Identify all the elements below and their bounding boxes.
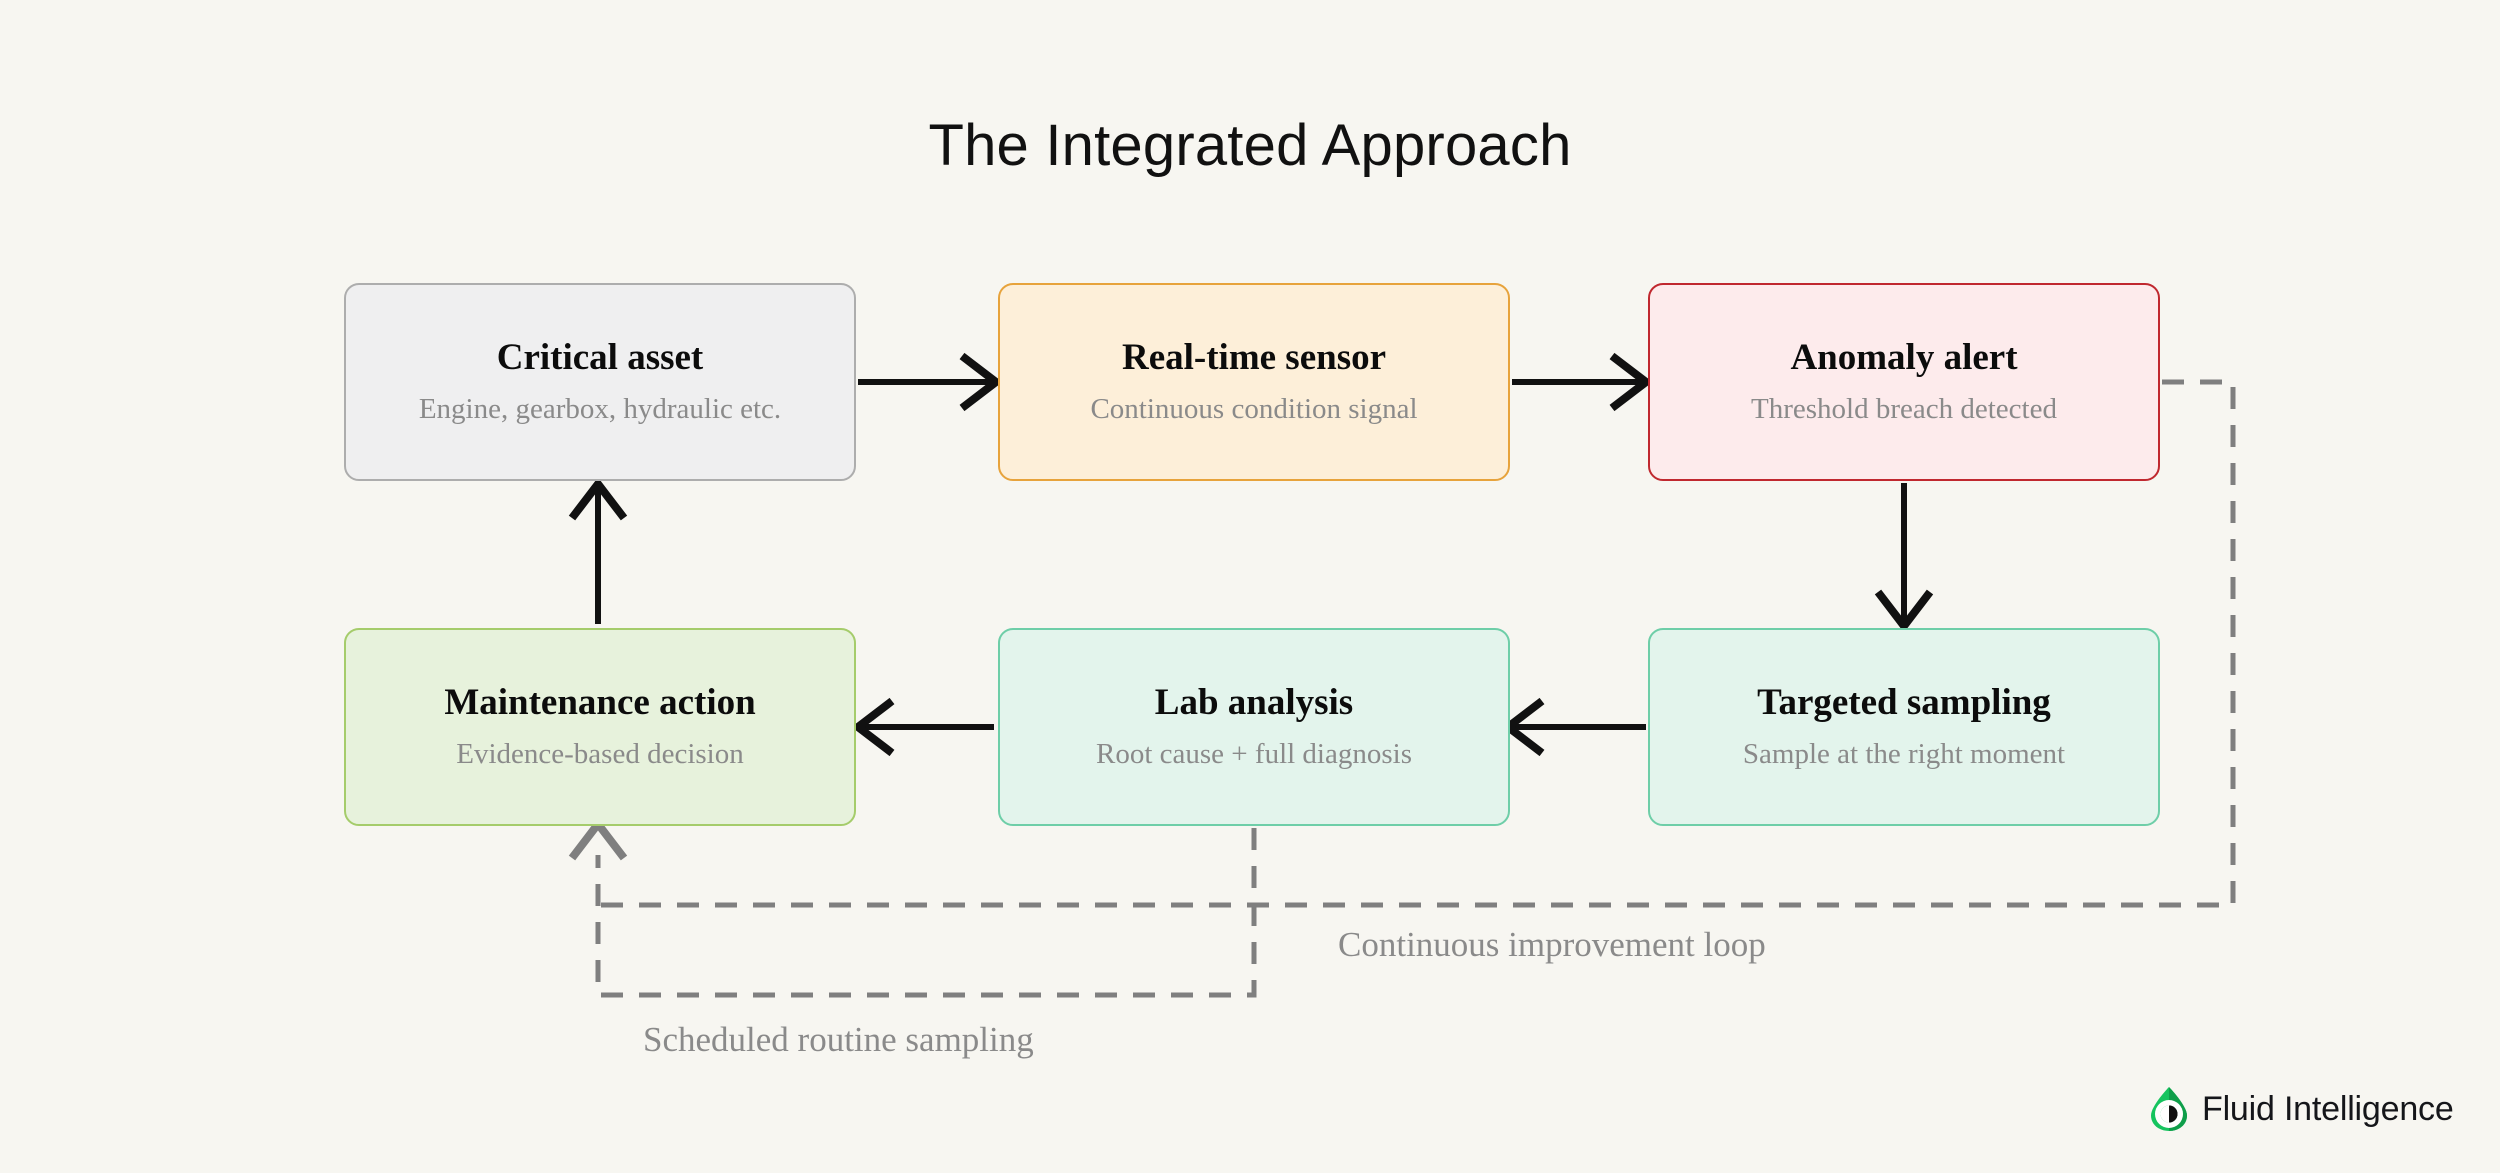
node-title: Lab analysis [1154,681,1354,723]
label-scheduled-routine-sampling: Scheduled routine sampling [643,1020,1034,1059]
node-title: Critical asset [496,336,704,378]
edge-targeted-sampling-to-lab-analysis [1501,697,1646,757]
node-title: Targeted sampling [1757,681,2051,723]
node-subtitle: Evidence-based decision [456,738,744,771]
edge-anomaly-alert-to-targeted-sampling [1874,483,1934,633]
node-subtitle: Threshold breach detected [1751,393,2057,426]
edge-continuous-improvement-loop [600,379,2236,908]
edge-maintenance-action-to-critical-asset [568,477,628,624]
label-continuous-improvement-loop: Continuous improvement loop [1338,925,1766,964]
node-subtitle: Root cause + full diagnosis [1096,738,1412,771]
logo-text: Fluid Intelligence [2202,1089,2454,1128]
node-targeted-sampling[interactable]: Targeted sampling Sample at the right mo… [1648,628,2160,826]
brand-logo: Fluid Intelligence [2148,1086,2454,1132]
edge-critical-asset-to-realtime-sensor [858,352,1003,412]
node-title: Anomaly alert [1790,336,2018,378]
node-subtitle: Engine, gearbox, hydraulic etc. [418,393,782,426]
node-critical-asset[interactable]: Critical asset Engine, gearbox, hydrauli… [344,283,856,481]
node-title: Maintenance action [444,681,756,723]
page-title: The Integrated Approach [928,113,1572,178]
edge-realtime-sensor-to-anomaly-alert [1512,352,1653,412]
node-title: Real-time sensor [1121,336,1387,378]
node-subtitle: Continuous condition signal [1090,393,1418,426]
edge-lab-analysis-to-maintenance-action [851,697,994,757]
node-anomaly-alert[interactable]: Anomaly alert Threshold breach detected [1648,283,2160,481]
edge-scheduled-routine-sampling [568,817,1257,998]
node-subtitle: Sample at the right moment [1742,738,2066,771]
node-realtime-sensor[interactable]: Real-time sensor Continuous condition si… [998,283,1510,481]
droplet-icon [2148,1086,2190,1132]
node-maintenance-action[interactable]: Maintenance action Evidence-based decisi… [344,628,856,826]
node-lab-analysis[interactable]: Lab analysis Root cause + full diagnosis [998,628,1510,826]
